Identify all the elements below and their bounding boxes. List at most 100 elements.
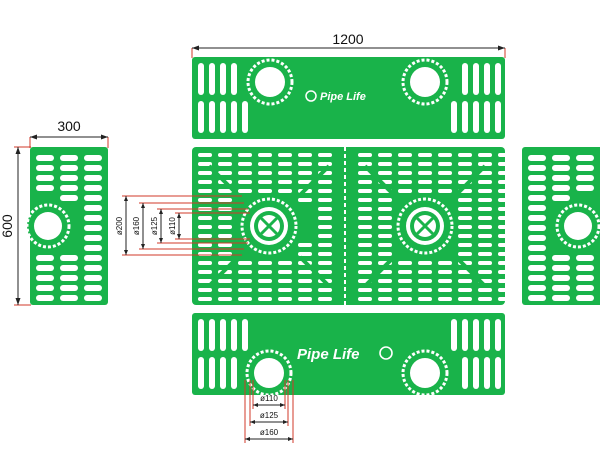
slot xyxy=(378,288,392,292)
slot xyxy=(498,288,512,292)
slot xyxy=(209,357,215,389)
slot xyxy=(458,243,472,247)
slot xyxy=(318,207,332,211)
slot xyxy=(358,189,372,193)
slot xyxy=(462,63,468,95)
slot xyxy=(498,252,512,256)
slot xyxy=(298,270,312,274)
slot xyxy=(220,357,226,389)
slot xyxy=(258,261,272,265)
slot xyxy=(473,101,479,133)
slot xyxy=(418,189,432,193)
slot xyxy=(473,63,479,95)
slot xyxy=(398,162,412,166)
slot xyxy=(231,357,237,389)
slot xyxy=(528,265,546,271)
slot xyxy=(478,270,492,274)
bottom-dimension-d125-label: ø125 xyxy=(260,411,279,420)
slot xyxy=(278,180,292,184)
slot xyxy=(84,205,102,211)
slot xyxy=(378,153,392,157)
slot xyxy=(358,297,372,301)
slot xyxy=(473,357,479,389)
slot xyxy=(358,252,372,256)
bottom-elevation-panel: Pipe Life xyxy=(192,313,505,397)
slot xyxy=(528,245,546,251)
slot xyxy=(238,261,252,265)
slot xyxy=(378,225,392,229)
slot xyxy=(478,207,492,211)
slot xyxy=(231,319,237,351)
slot xyxy=(528,275,546,281)
plan-view-panel xyxy=(192,147,512,305)
slot xyxy=(36,265,54,271)
slot xyxy=(318,180,332,184)
slot xyxy=(318,198,332,202)
rib xyxy=(207,255,240,288)
slot xyxy=(278,153,292,157)
slot xyxy=(438,279,452,283)
slot xyxy=(218,198,232,202)
slot xyxy=(318,189,332,193)
slot xyxy=(198,101,204,133)
slot xyxy=(84,225,102,231)
slot xyxy=(60,295,78,301)
rib xyxy=(363,164,396,197)
slot xyxy=(378,162,392,166)
slot xyxy=(198,270,212,274)
slot xyxy=(209,63,215,95)
slot xyxy=(458,279,472,283)
slot xyxy=(484,101,490,133)
slot xyxy=(36,165,54,171)
slot xyxy=(238,279,252,283)
dimension-600: 600 xyxy=(0,146,31,306)
slot xyxy=(358,216,372,220)
slot xyxy=(498,207,512,211)
slot xyxy=(358,162,372,166)
slot xyxy=(258,288,272,292)
slot xyxy=(528,215,546,221)
slot xyxy=(378,243,392,247)
slot xyxy=(238,270,252,274)
slot xyxy=(576,295,594,301)
slot xyxy=(378,207,392,211)
slot xyxy=(242,319,248,351)
rib xyxy=(298,164,331,197)
slot xyxy=(576,255,594,261)
slot xyxy=(576,155,594,161)
pipe-diameter-dimensions-bottom: ø110 ø125 ø160 xyxy=(244,380,294,443)
slot xyxy=(528,175,546,181)
slot xyxy=(258,270,272,274)
slot xyxy=(498,180,512,184)
slot xyxy=(358,261,372,265)
slot xyxy=(218,225,232,229)
slot xyxy=(198,180,212,184)
slot xyxy=(218,234,232,238)
slot xyxy=(438,162,452,166)
slot xyxy=(358,270,372,274)
slot xyxy=(528,185,546,191)
slot xyxy=(528,205,546,211)
slot xyxy=(458,216,472,220)
slot xyxy=(498,234,512,238)
top-left-pipe-port xyxy=(246,58,294,106)
slot xyxy=(218,171,232,175)
slot xyxy=(478,180,492,184)
slot xyxy=(498,153,512,157)
slot xyxy=(198,189,212,193)
pipe-diameter-dimensions-left: ø200 ø160 ø125 ø110 xyxy=(115,195,250,256)
slot xyxy=(84,265,102,271)
slot xyxy=(498,279,512,283)
slot xyxy=(84,215,102,221)
bottom-logo-mark-icon xyxy=(379,346,393,360)
slot xyxy=(498,243,512,247)
slot xyxy=(278,288,292,292)
slot xyxy=(498,261,512,265)
slot xyxy=(576,185,594,191)
bottom-right-pipe-port xyxy=(401,349,449,397)
slot xyxy=(378,297,392,301)
slot xyxy=(552,275,570,281)
slot xyxy=(298,252,312,256)
slot xyxy=(438,189,452,193)
slot xyxy=(84,175,102,181)
